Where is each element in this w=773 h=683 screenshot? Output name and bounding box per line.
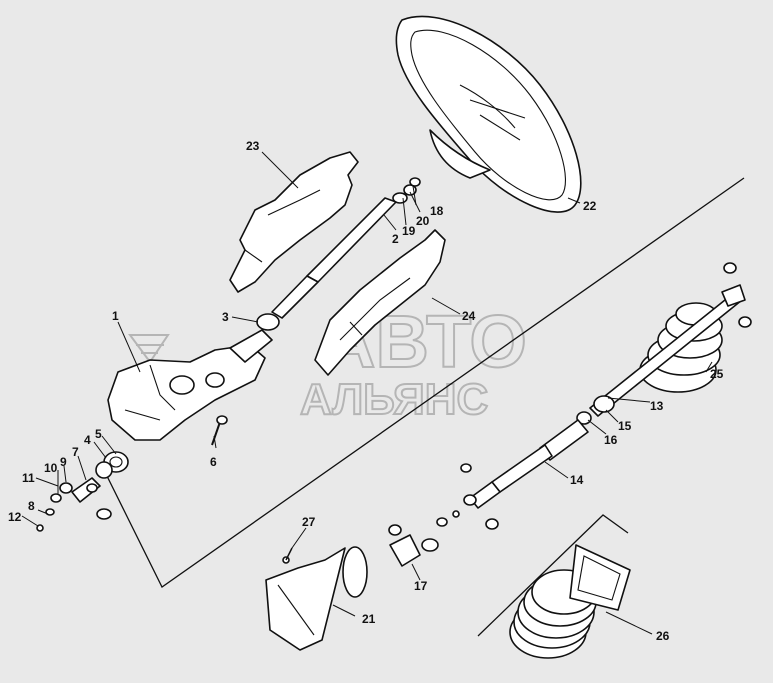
callout-24: 24 — [462, 309, 476, 323]
callout-23: 23 — [246, 139, 260, 153]
lower-joint — [388, 510, 460, 567]
callout-16: 16 — [604, 433, 618, 447]
bushing — [256, 313, 280, 331]
callout-2: 2 — [392, 232, 399, 246]
callout-11: 11 — [22, 471, 35, 485]
callout-3: 3 — [222, 310, 229, 324]
callout-9: 9 — [60, 455, 67, 469]
callout-14: 14 — [570, 473, 584, 487]
boot-frame — [477, 514, 629, 637]
telescopic-shaft — [460, 419, 589, 530]
lower-universal-joint — [36, 477, 112, 532]
callout-13: 13 — [650, 399, 664, 413]
seal-ring — [593, 395, 615, 413]
callout-21: 21 — [362, 612, 376, 626]
snap-ring — [576, 411, 592, 425]
corrugated-boot — [509, 544, 631, 659]
callout-19: 19 — [402, 224, 416, 238]
floor-boot — [265, 546, 368, 651]
callout-12: 12 — [8, 510, 22, 524]
callouts: 1 2 3 4 5 6 7 8 9 10 11 12 13 14 15 16 1… — [8, 139, 724, 643]
steering-wheel — [395, 15, 582, 213]
column-housing — [107, 329, 273, 441]
callout-1: 1 — [112, 309, 119, 323]
leader-lines — [21, 151, 713, 635]
bearing — [95, 451, 129, 479]
callout-7: 7 — [72, 445, 79, 459]
upper-shroud — [229, 151, 359, 293]
callout-25: 25 — [710, 367, 724, 381]
callout-10: 10 — [44, 461, 58, 475]
upper-steering-shaft — [271, 177, 421, 319]
callout-6: 6 — [210, 455, 217, 469]
bolt — [211, 415, 228, 446]
callout-18: 18 — [430, 204, 444, 218]
callout-15: 15 — [618, 419, 632, 433]
callout-20: 20 — [416, 214, 430, 228]
assembly-frame — [102, 177, 745, 588]
callout-17: 17 — [414, 579, 428, 593]
callout-5: 5 — [95, 427, 102, 441]
callout-8: 8 — [28, 499, 35, 513]
screw — [282, 547, 293, 564]
callout-22: 22 — [583, 199, 597, 213]
callout-27: 27 — [302, 515, 316, 529]
callout-4: 4 — [84, 433, 91, 447]
callout-26: 26 — [656, 629, 670, 643]
upper-right-joint — [721, 262, 752, 328]
lower-shroud — [314, 229, 446, 376]
watermark-line2: АЛЬЯНС — [300, 375, 488, 424]
